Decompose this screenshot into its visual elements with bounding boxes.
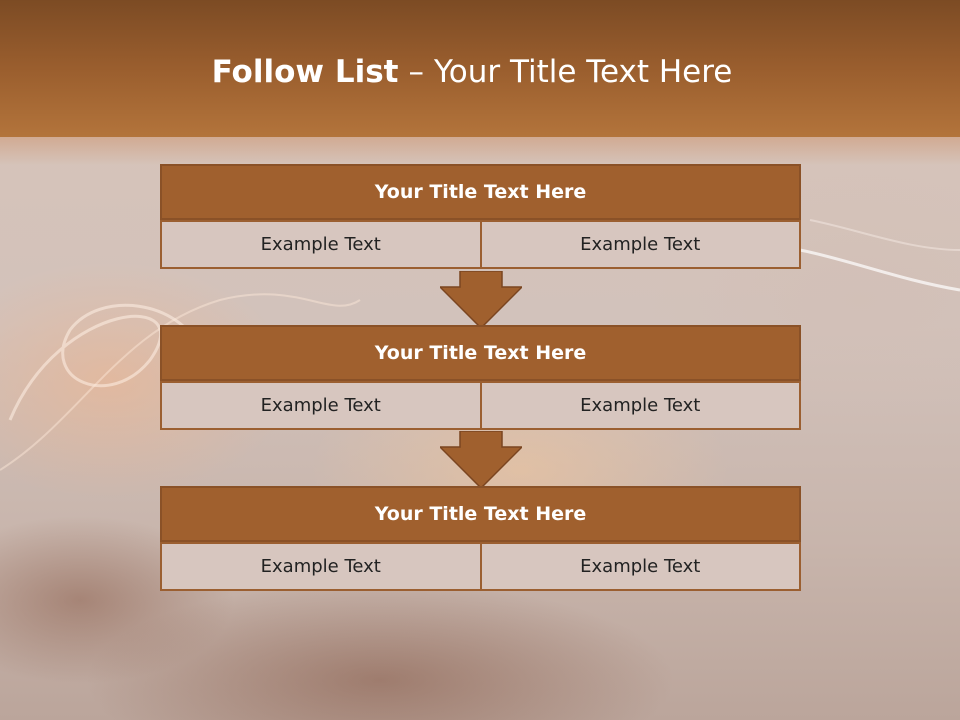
list-block-row: Example Text Example Text — [160, 220, 801, 269]
down-arrow-icon — [440, 271, 522, 329]
list-block-cell-left: Example Text — [160, 220, 482, 269]
list-block-3: Your Title Text Here Example Text Exampl… — [160, 486, 801, 591]
slide-title-separator: – — [408, 54, 424, 90]
list-block-cell-left: Example Text — [160, 542, 482, 591]
list-block-cell-right: Example Text — [481, 220, 801, 269]
list-block-cell-right: Example Text — [481, 381, 801, 430]
slide-title-bold: Follow List — [211, 54, 399, 90]
down-arrow-icon — [440, 431, 522, 489]
list-block-1: Your Title Text Here Example Text Exampl… — [160, 164, 801, 269]
list-block-2: Your Title Text Here Example Text Exampl… — [160, 325, 801, 430]
list-block-title: Your Title Text Here — [160, 486, 801, 542]
list-block-title: Your Title Text Here — [160, 325, 801, 381]
list-block-cell-right: Example Text — [481, 542, 801, 591]
header-band — [0, 137, 960, 165]
list-block-title: Your Title Text Here — [160, 164, 801, 220]
header-bar — [0, 0, 960, 137]
list-block-row: Example Text Example Text — [160, 542, 801, 591]
list-block-row: Example Text Example Text — [160, 381, 801, 430]
slide-title: Follow List–Your Title Text Here — [0, 54, 944, 90]
list-block-cell-left: Example Text — [160, 381, 482, 430]
slide-title-rest: Your Title Text Here — [433, 54, 733, 90]
